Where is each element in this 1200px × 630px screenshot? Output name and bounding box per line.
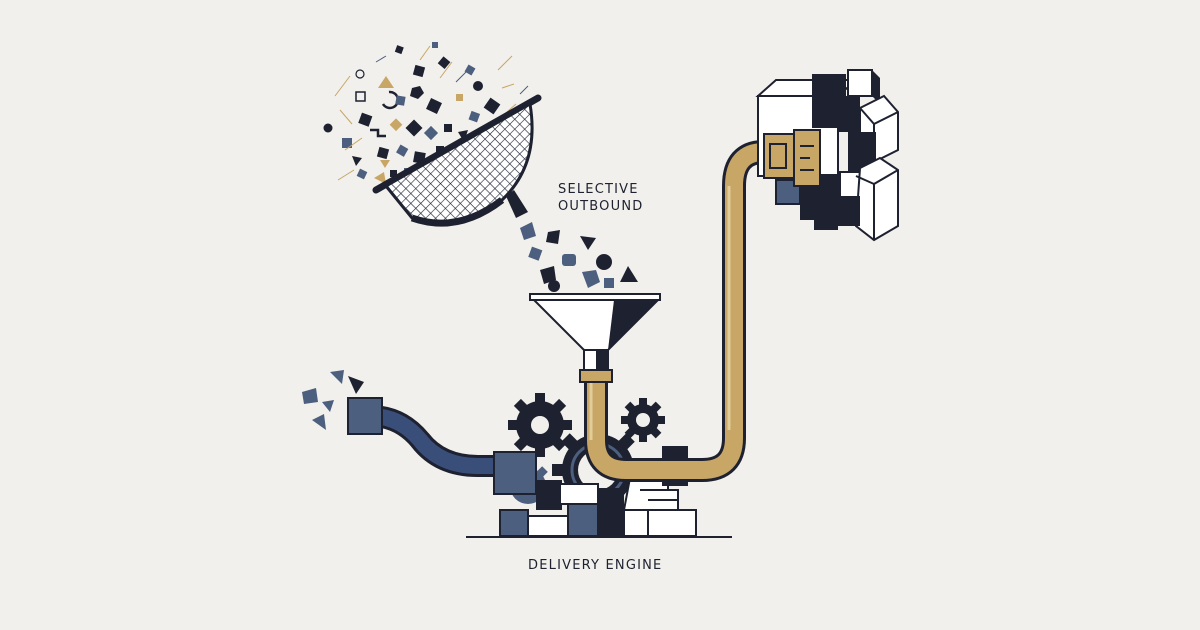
output-pipe (579, 140, 780, 482)
input-pipe (302, 370, 520, 477)
delivery-engine-label: DELIVERY ENGINE (528, 558, 663, 573)
selective-label-line2: OUTBOUND (558, 199, 644, 214)
funnel (529, 293, 661, 373)
selective-outbound-label: SELECTIVE OUTBOUND (558, 181, 643, 215)
sieve-strainer (372, 94, 542, 227)
falling-fragments (520, 222, 638, 292)
output-structure (755, 69, 899, 242)
selective-label-line1: SELECTIVE (558, 182, 639, 197)
